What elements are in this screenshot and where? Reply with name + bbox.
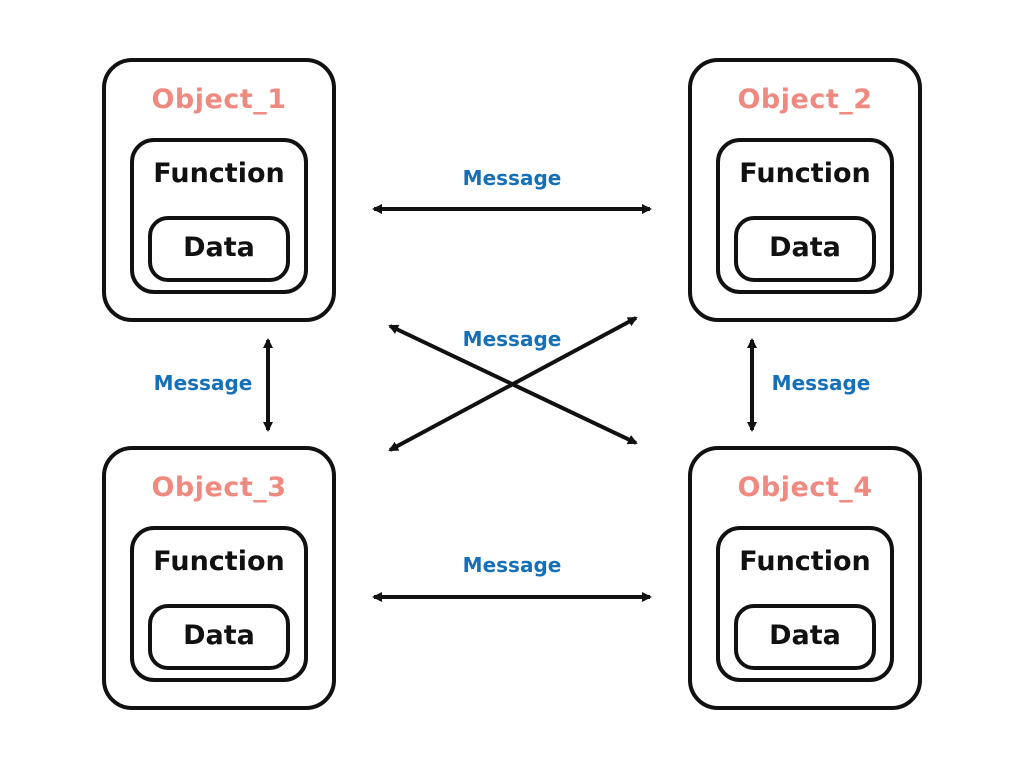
object-1-data-box xyxy=(148,216,290,282)
message-label-top: Message xyxy=(462,166,562,190)
object-2-data-box xyxy=(734,216,876,282)
message-label-bottom: Message xyxy=(462,553,562,577)
object-3-data-label: Data xyxy=(183,620,255,651)
object-1-data-label: Data xyxy=(183,232,255,263)
object-3-function-label: Function xyxy=(153,546,285,577)
object-1-function-label: Function xyxy=(153,158,285,189)
message-label-center: Message xyxy=(462,327,562,351)
object-1-title: Object_1 xyxy=(151,84,287,115)
object-4-data-box xyxy=(734,604,876,670)
object-4-title: Object_4 xyxy=(737,472,873,503)
message-label-right: Message xyxy=(771,371,871,395)
object-3-title: Object_3 xyxy=(151,472,287,503)
object-2-function-label: Function xyxy=(739,158,871,189)
object-4-function-label: Function xyxy=(739,546,871,577)
object-2-data-label: Data xyxy=(769,232,841,263)
object-3-data-box xyxy=(148,604,290,670)
message-label-left: Message xyxy=(153,371,253,395)
arrow-object2-object3 xyxy=(388,316,638,452)
object-4-data-label: Data xyxy=(769,620,841,651)
object-2-title: Object_2 xyxy=(737,84,873,115)
